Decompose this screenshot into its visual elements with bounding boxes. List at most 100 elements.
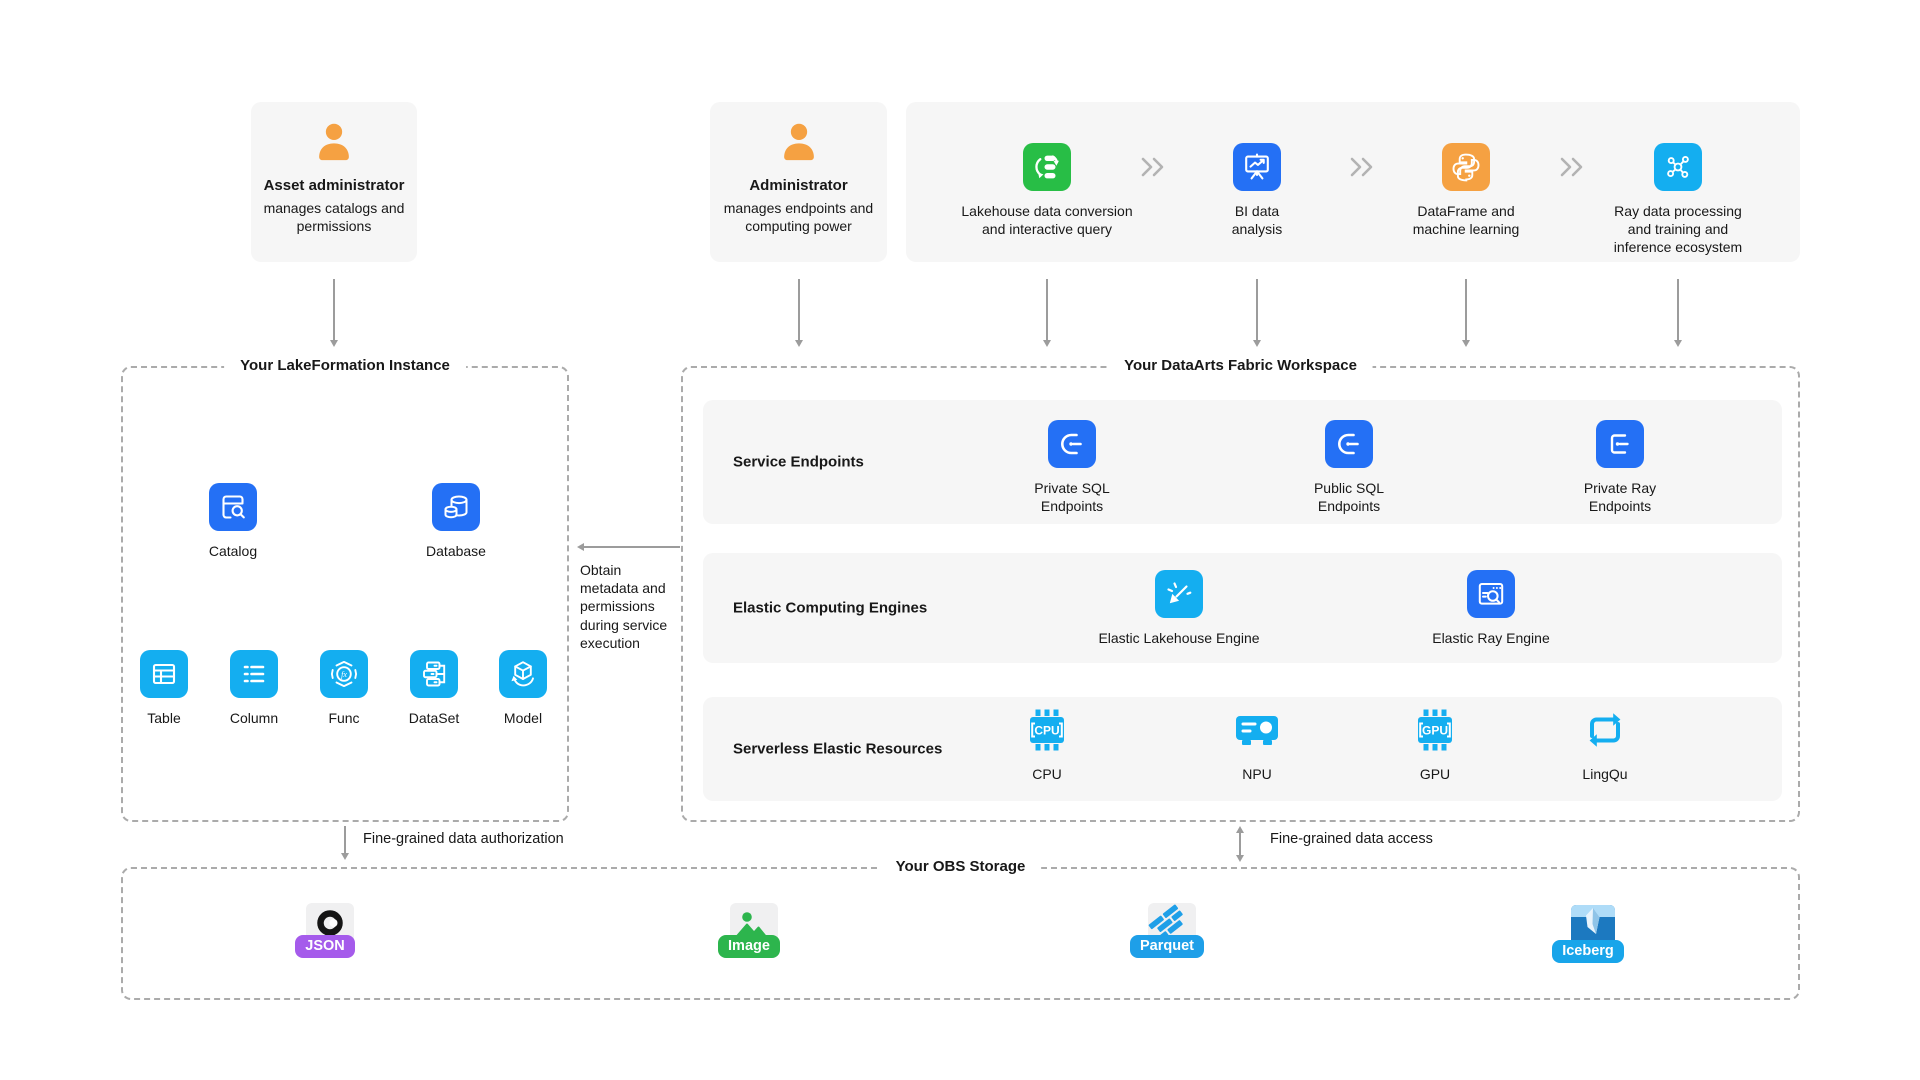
authorization-label: Fine-grained data authorization (363, 831, 564, 847)
dataset-label: DataSet (408, 710, 460, 726)
service-endpoints-label: Service Endpoints (733, 453, 864, 471)
cpu-chip-text: CPU (1034, 724, 1059, 738)
down-arrow (1677, 279, 1679, 340)
endpoint-label: Private SQL Endpoints (1034, 480, 1110, 515)
workflow-step-label: BI data analysis (1231, 203, 1283, 238)
table-label: Table (147, 710, 181, 726)
workflow-step-label: Lakehouse data conversion and interactiv… (961, 203, 1133, 238)
data-conversion-icon (1023, 143, 1071, 191)
image-file-node: Image (694, 903, 814, 959)
cpu-chip-icon: CPU (1021, 704, 1073, 761)
lingqu-node: LingQu (1550, 704, 1660, 783)
func-node: fx Func (302, 650, 386, 727)
function-icon: fx (320, 650, 368, 698)
python-dataframe-icon (1442, 143, 1490, 191)
down-arrow (1465, 279, 1467, 340)
parquet-file-node: Parquet (1112, 903, 1232, 959)
ray-engine-icon (1467, 570, 1515, 618)
double-chevron-icon (1349, 156, 1375, 183)
ray-endpoint-icon (1596, 420, 1644, 468)
workflow-step-label: Ray data processing and training and inf… (1613, 203, 1743, 256)
private-sql-endpoints-node: Private SQL Endpoints (1012, 420, 1132, 515)
model-icon (499, 650, 547, 698)
elastic-lakehouse-engine-node: Elastic Lakehouse Engine (1069, 570, 1289, 647)
lakeformation-box: Your LakeFormation Instance (121, 357, 569, 822)
workflow-step-dataframe-ml: DataFrame and machine learning (1396, 143, 1536, 238)
ray-cluster-icon (1654, 143, 1702, 191)
dataset-node: DataSet (392, 650, 476, 727)
private-ray-endpoints-node: Private Ray Endpoints (1560, 420, 1680, 515)
down-arrow (1046, 279, 1048, 340)
person-icon (311, 118, 357, 169)
engine-label: Elastic Lakehouse Engine (1098, 630, 1260, 646)
endpoint-label: Public SQL Endpoints (1313, 480, 1385, 515)
metadata-note: Obtain metadata and permissions during s… (580, 562, 668, 651)
left-arrow (584, 546, 680, 548)
catalog-icon (209, 483, 257, 531)
func-label: Func (328, 710, 360, 726)
database-node: Database (406, 483, 506, 560)
model-label: Model (503, 710, 543, 726)
format-badge: Iceberg (1552, 940, 1624, 964)
actor-description: manages catalogs and permissions (263, 200, 405, 235)
table-node: Table (122, 650, 206, 727)
workflow-step-lakehouse-query: Lakehouse data conversion and interactiv… (952, 143, 1142, 238)
table-icon (140, 650, 188, 698)
gpu-chip-icon: GPU (1409, 704, 1461, 761)
npu-card-icon (1231, 704, 1283, 761)
computing-engines-label: Elastic Computing Engines (733, 599, 928, 617)
asset-administrator-card: Asset administrator manages catalogs and… (251, 102, 417, 262)
column-node: Column (212, 650, 296, 727)
bi-analysis-icon (1233, 143, 1281, 191)
double-chevron-icon (1140, 156, 1166, 183)
model-node: Model (481, 650, 565, 727)
database-icon (432, 483, 480, 531)
catalog-label: Catalog (208, 543, 258, 559)
dataset-icon (410, 650, 458, 698)
down-arrow (1256, 279, 1258, 340)
public-sql-endpoints-node: Public SQL Endpoints (1289, 420, 1409, 515)
column-label: Column (229, 710, 279, 726)
engine-label: Elastic Ray Engine (1432, 630, 1550, 646)
access-label: Fine-grained data access (1270, 831, 1433, 847)
iceberg-file-icon (1569, 903, 1617, 956)
resource-label: CPU (1032, 766, 1062, 782)
serverless-resources-label: Serverless Elastic Resources (733, 740, 943, 758)
database-label: Database (426, 543, 486, 559)
down-arrow (333, 279, 335, 340)
actor-title: Asset administrator (263, 177, 405, 194)
serverless-resources-row (703, 697, 1782, 801)
iceberg-file-node: Iceberg (1533, 903, 1653, 964)
workflow-step-label: DataFrame and machine learning (1412, 203, 1520, 238)
lingqu-loop-icon (1579, 704, 1631, 761)
dataarts-workspace-title: Your DataArts Fabric Workspace (1108, 357, 1373, 374)
resource-label: NPU (1242, 766, 1272, 782)
gpu-chip-text: GPU (1422, 724, 1448, 738)
endpoint-label: Private Ray Endpoints (1583, 480, 1657, 515)
elastic-ray-engine-node: Elastic Ray Engine (1396, 570, 1586, 647)
double-chevron-icon (1559, 156, 1585, 183)
lakehouse-engine-icon (1155, 570, 1203, 618)
npu-node: NPU (1202, 704, 1312, 783)
sql-endpoint-icon (1048, 420, 1096, 468)
down-arrow (344, 826, 346, 853)
obs-storage-title: Your OBS Storage (879, 858, 1042, 875)
gpu-node: GPU GPU (1380, 704, 1490, 783)
column-icon (230, 650, 278, 698)
workflow-step-ray-ecosystem: Ray data processing and training and inf… (1604, 143, 1752, 257)
computing-engines-row (703, 553, 1782, 663)
format-badge: Image (718, 935, 780, 959)
json-file-node: JSON (270, 903, 390, 959)
down-arrow (798, 279, 800, 340)
format-badge: JSON (295, 935, 355, 959)
lakeformation-box-title: Your LakeFormation Instance (224, 357, 466, 374)
resource-label: GPU (1419, 766, 1451, 782)
person-icon (776, 118, 822, 169)
obs-storage-box: Your OBS Storage (121, 858, 1800, 1000)
administrator-card: Administrator manages endpoints and comp… (710, 102, 887, 262)
dataarts-workspace-box: Your DataArts Fabric Workspace (681, 357, 1800, 822)
up-down-arrow (1239, 833, 1241, 855)
format-badge: Parquet (1130, 935, 1204, 959)
func-icon-text: fx (341, 670, 347, 679)
